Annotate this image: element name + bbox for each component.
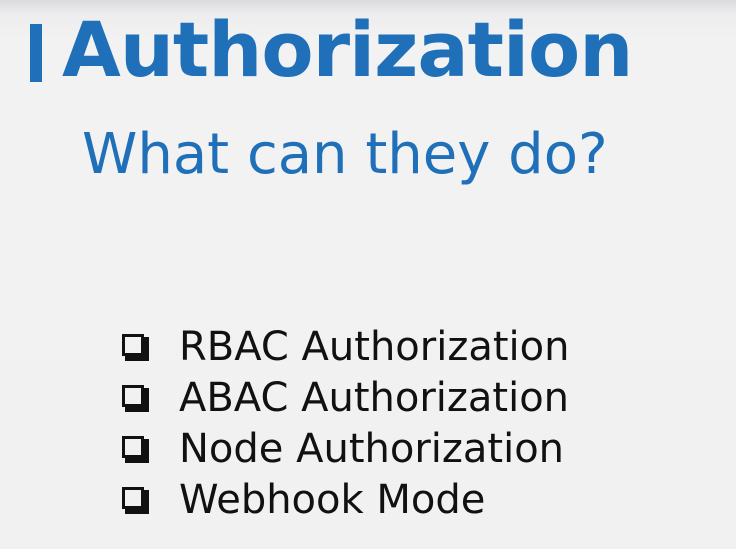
list-item-label: Webhook Mode xyxy=(179,477,486,523)
checkbox-icon xyxy=(122,486,150,515)
list-item-label: RBAC Authorization xyxy=(179,324,570,370)
list-item-node: Node Authorization xyxy=(122,424,569,475)
authorization-mode-list: RBAC Authorization ABAC Authorization No… xyxy=(122,322,569,526)
title-accent-bar xyxy=(30,24,42,82)
list-item-abac: ABAC Authorization xyxy=(122,373,569,424)
list-item-webhook: Webhook Mode xyxy=(122,475,569,526)
checkbox-icon xyxy=(122,435,150,464)
list-item-rbac: RBAC Authorization xyxy=(122,322,569,373)
list-item-label: Node Authorization xyxy=(179,426,565,472)
slide-title: Authorization xyxy=(62,5,633,94)
checkbox-icon xyxy=(122,384,150,413)
slide-subtitle: What can they do? xyxy=(82,122,608,187)
list-item-label: ABAC Authorization xyxy=(179,375,570,421)
checkbox-icon xyxy=(122,333,150,362)
